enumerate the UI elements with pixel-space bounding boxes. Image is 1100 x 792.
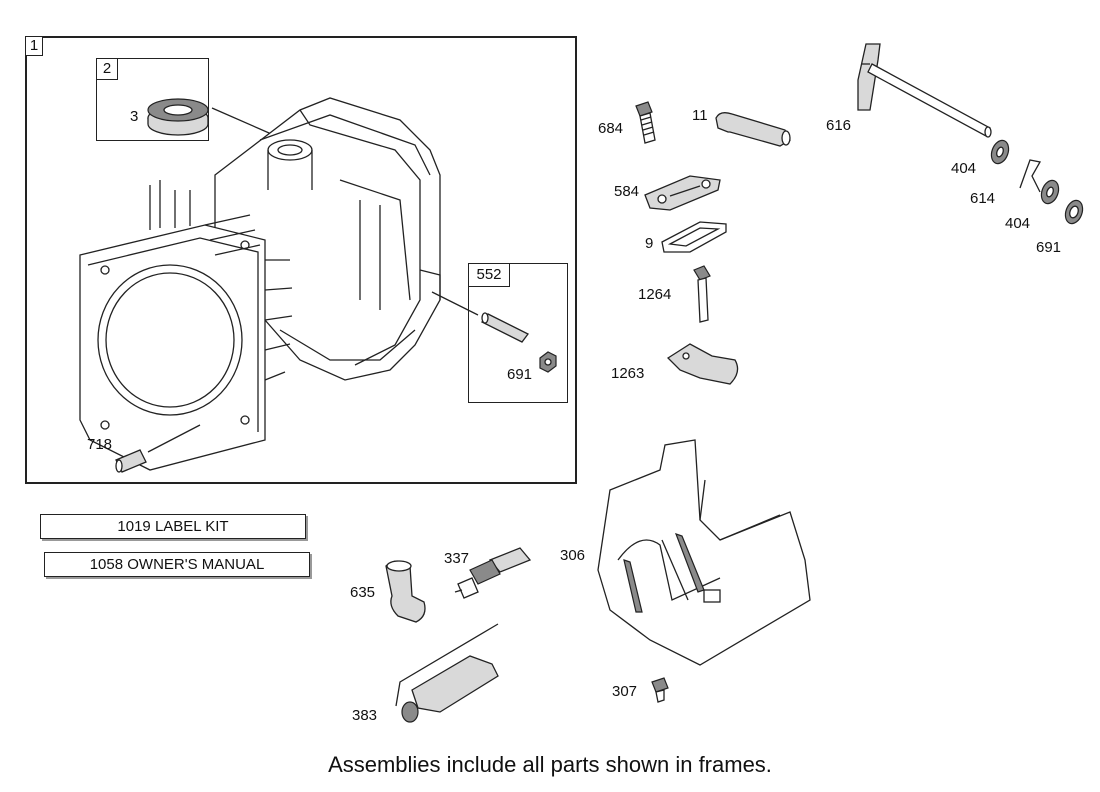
oil-seal-frame <box>96 58 209 141</box>
callout-614: 614 <box>970 190 996 207</box>
leader-line <box>431 291 479 316</box>
clip-614-part <box>1019 159 1042 193</box>
bolt-684-part <box>635 101 656 144</box>
callout-3: 3 <box>130 108 139 125</box>
plug-691-frame <box>539 351 557 373</box>
callout-404a: 404 <box>951 160 977 177</box>
callout-1263: 1263 <box>611 365 645 382</box>
owners-manual-box: 1058 OWNER'S MANUAL <box>44 552 310 577</box>
dowel-pin-718 <box>115 449 147 473</box>
governor-shaft-part <box>857 43 992 138</box>
leader-line <box>147 424 201 453</box>
label-kit-box: 1019 LABEL KIT <box>40 514 306 539</box>
assemblies-note: Assemblies include all parts shown in fr… <box>328 752 772 777</box>
gasket-part <box>661 221 727 253</box>
bolt-1264-part <box>693 265 711 323</box>
callout-306: 306 <box>560 547 586 564</box>
dowel-kit-frame <box>468 263 568 403</box>
seal-691-part <box>1064 199 1084 225</box>
engine-block-part <box>79 97 441 471</box>
breather-tube-part <box>715 112 791 147</box>
callout-616: 616 <box>826 117 852 134</box>
callout-383: 383 <box>352 707 378 724</box>
ignition-armature-part <box>395 623 499 723</box>
callout-718: 718 <box>87 436 113 453</box>
deflector-part <box>666 343 739 385</box>
callout-691: 691 <box>1036 239 1062 256</box>
callout-1264: 1264 <box>638 286 672 303</box>
plug-boot-part <box>385 560 426 623</box>
spark-plug-part <box>454 547 532 599</box>
breather-cover-part <box>644 175 721 211</box>
callout-11: 11 <box>692 107 708 124</box>
washer-404a-part <box>990 139 1010 165</box>
callout-307: 307 <box>612 683 638 700</box>
washer-404b-part <box>1040 179 1060 205</box>
callout-684: 684 <box>598 120 624 137</box>
screw-307-part <box>651 677 669 703</box>
callout-337: 337 <box>444 550 470 567</box>
oil-seal-frame-tag: 2 <box>96 58 118 80</box>
callout-584: 584 <box>614 183 640 200</box>
blower-housing-part <box>597 439 811 666</box>
callout-404b: 404 <box>1005 215 1031 232</box>
dowel-kit-frame-tag: 552 <box>468 263 510 287</box>
dowel-pin-552 <box>481 312 529 343</box>
oil-seal-part <box>147 98 209 136</box>
short-block-frame-tag: 1 <box>25 36 43 56</box>
short-block-frame <box>25 36 577 484</box>
callout-9: 9 <box>645 235 654 252</box>
callout-635: 635 <box>350 584 376 601</box>
callout-691-frame: 691 <box>507 366 533 383</box>
